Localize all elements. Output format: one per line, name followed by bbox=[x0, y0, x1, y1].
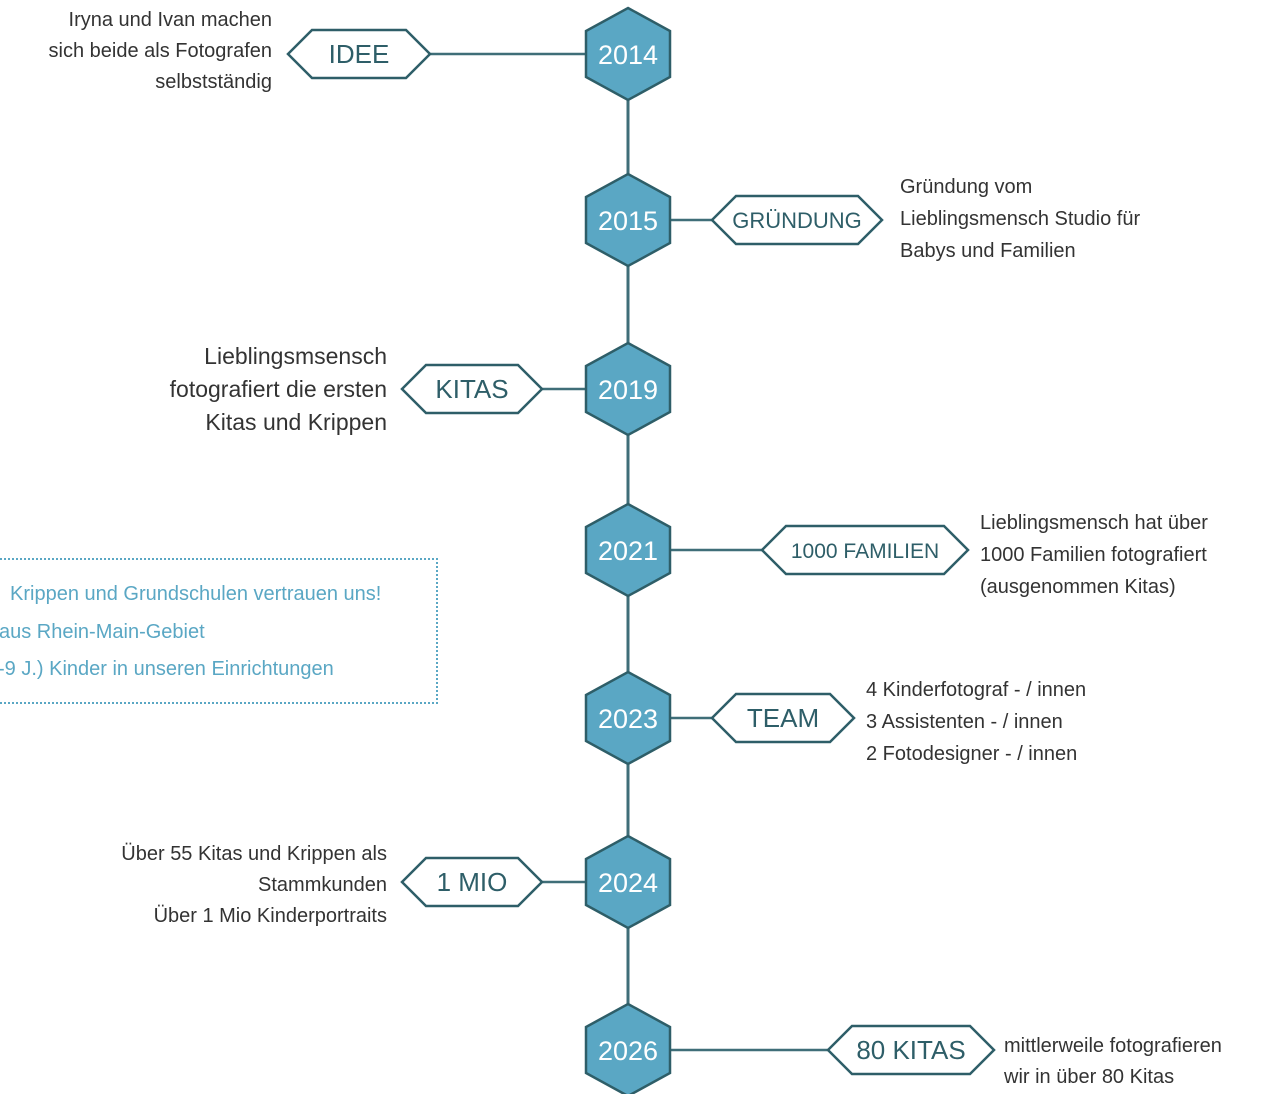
desc-2026-line-2: wir in über 80 Kitas bbox=[1004, 1066, 1175, 1088]
tag-gruendung: GRÜNDUNG bbox=[710, 194, 884, 246]
desc-2026: mittlerweile fotografieren wir in über 8… bbox=[1004, 1031, 1222, 1093]
desc-2023: 4 Kinderfotograf - / innen 3 Assistenten… bbox=[866, 674, 1086, 770]
tag-1000-familien-label: 1000 FAMILIEN bbox=[791, 540, 939, 563]
desc-2014-line-1: Iryna und Ivan machen bbox=[68, 9, 272, 31]
desc-2019: Lieblingsmsensch fotografiert die ersten… bbox=[170, 340, 387, 439]
tag-team-label: TEAM bbox=[747, 703, 819, 733]
desc-2023-line-1: 4 Kinderfotograf - / innen bbox=[866, 679, 1087, 701]
year-hex-2014: 2014 bbox=[584, 6, 672, 102]
desc-2023-line-2: 3 Assistenten - / innen bbox=[866, 711, 1063, 733]
desc-2024-line-1: Über 55 Kitas und Krippen als bbox=[121, 843, 387, 865]
year-hex-2015: 2015 bbox=[584, 172, 672, 268]
desc-2021-line-3: (ausgenommen Kitas) bbox=[980, 576, 1176, 598]
year-2021-label: 2021 bbox=[598, 536, 658, 566]
desc-2015-line-2: Lieblingsmensch Studio für bbox=[900, 208, 1141, 230]
year-2026-label: 2026 bbox=[598, 1036, 658, 1066]
year-hex-2023: 2023 bbox=[584, 670, 672, 766]
desc-2019-line-2: fotografiert die ersten bbox=[169, 376, 387, 402]
desc-2015: Gründung vom Lieblingsmensch Studio für … bbox=[900, 171, 1140, 267]
tag-80-kitas-label: 80 KITAS bbox=[856, 1035, 965, 1065]
tag-gruendung-label: GRÜNDUNG bbox=[732, 208, 862, 233]
desc-2019-line-3: Kitas und Krippen bbox=[205, 409, 387, 435]
tag-kitas-label: KITAS bbox=[435, 374, 508, 404]
tag-team: TEAM bbox=[710, 692, 856, 744]
tag-idee-label: IDEE bbox=[329, 39, 390, 69]
tag-1000-familien: 1000 FAMILIEN bbox=[760, 524, 970, 576]
year-2023-label: 2023 bbox=[598, 704, 658, 734]
year-hex-2024: 2024 bbox=[584, 834, 672, 930]
year-hex-2021: 2021 bbox=[584, 502, 672, 598]
year-2024-label: 2024 bbox=[598, 868, 658, 898]
desc-2024: Über 55 Kitas und Krippen als Stammkunde… bbox=[121, 839, 387, 932]
desc-2024-line-3: Über 1 Mio Kinderportraits bbox=[153, 905, 387, 927]
desc-2021-line-1: Lieblingsmensch hat über bbox=[980, 512, 1208, 534]
desc-2014-line-2: sich beide als Fotografen bbox=[48, 40, 272, 62]
desc-2015-line-1: Gründung vom bbox=[900, 176, 1033, 198]
info-box-line-3: -9 J.) Kinder in unseren Einrichtungen bbox=[0, 658, 334, 680]
tag-1-mio-label: 1 MIO bbox=[437, 867, 508, 897]
info-box-line-2: aus Rhein-Main-Gebiet bbox=[0, 621, 205, 643]
desc-2019-line-1: Lieblingsmsensch bbox=[204, 343, 387, 369]
info-box-line-1: Krippen und Grundschulen vertrauen uns! bbox=[10, 583, 382, 605]
year-2015-label: 2015 bbox=[598, 206, 658, 236]
desc-2023-line-3: 2 Fotodesigner - / innen bbox=[866, 743, 1078, 765]
desc-2021: Lieblingsmensch hat über 1000 Familien f… bbox=[980, 507, 1208, 603]
year-hex-2019: 2019 bbox=[584, 341, 672, 437]
year-hex-2026: 2026 bbox=[584, 1002, 672, 1094]
info-box: Krippen und Grundschulen vertrauen uns! … bbox=[0, 558, 438, 704]
desc-2014: Iryna und Ivan machen sich beide als Fot… bbox=[49, 5, 272, 98]
tag-1-mio: 1 MIO bbox=[400, 856, 544, 908]
desc-2015-line-3: Babys und Familien bbox=[900, 240, 1076, 262]
year-2019-label: 2019 bbox=[598, 375, 658, 405]
desc-2014-line-3: selbstständig bbox=[155, 71, 272, 93]
desc-2026-line-1: mittlerweile fotografieren bbox=[1004, 1035, 1222, 1057]
desc-2021-line-2: 1000 Familien fotografiert bbox=[980, 544, 1207, 566]
year-2014-label: 2014 bbox=[598, 40, 658, 70]
tag-kitas: KITAS bbox=[400, 363, 544, 415]
tag-idee: IDEE bbox=[286, 28, 432, 80]
desc-2024-line-2: Stammkunden bbox=[258, 874, 387, 896]
tag-80-kitas: 80 KITAS bbox=[826, 1024, 996, 1076]
